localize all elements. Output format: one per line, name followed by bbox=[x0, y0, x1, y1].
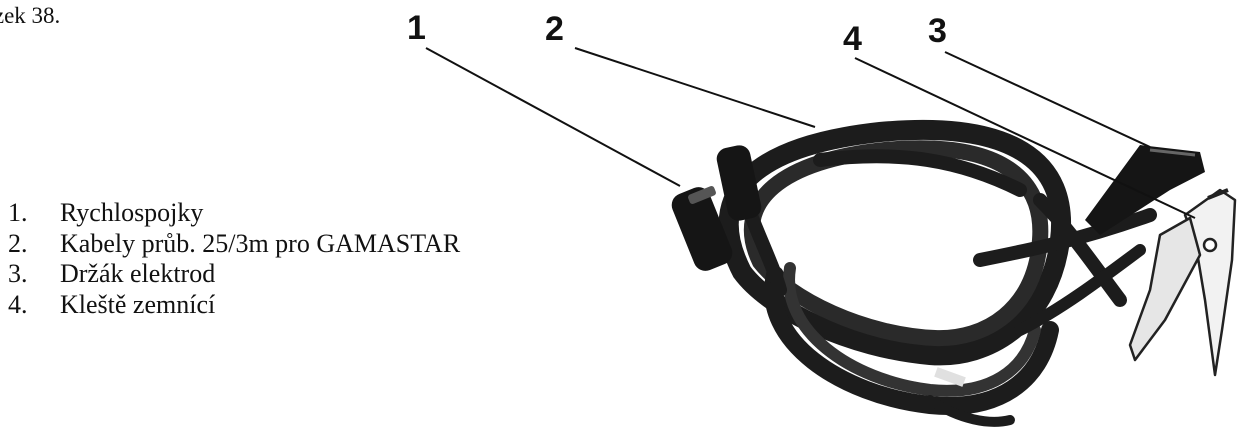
legend-text: Kabely průb. 25/3m pro GAMASTAR bbox=[60, 228, 461, 258]
callout-4: 4 bbox=[843, 20, 862, 58]
cable-coil bbox=[718, 119, 1157, 427]
legend-number: 1. bbox=[8, 198, 28, 227]
figure-caption: rázek 38. bbox=[0, 3, 61, 28]
parts-legend: 1. Rychlospojky 2. Kabely průb. 25/3m pr… bbox=[8, 198, 460, 320]
welding-cables-illustration: 1 2 4 3 bbox=[400, 0, 1238, 430]
legend-item: 1. Rychlospojky bbox=[8, 198, 460, 229]
callout-lines bbox=[425, 47, 1196, 219]
electrode-holder-icon bbox=[1085, 145, 1205, 235]
callout-2: 2 bbox=[545, 10, 564, 48]
legend-number: 2. bbox=[8, 228, 28, 258]
legend-text: Držák elektrod bbox=[60, 259, 216, 288]
legend-item: 3. Držák elektrod bbox=[8, 259, 460, 290]
legend-item: 2. Kabely průb. 25/3m pro GAMASTAR bbox=[8, 229, 460, 260]
quick-connector-icon bbox=[671, 145, 762, 271]
ground-clamp-icon bbox=[1128, 188, 1237, 377]
callout-3: 3 bbox=[928, 12, 947, 50]
legend-item: 4. Kleště zemnící bbox=[8, 290, 460, 321]
callout-1: 1 bbox=[407, 9, 426, 47]
legend-text: Rychlospojky bbox=[60, 198, 204, 227]
legend-number: 4. bbox=[8, 289, 28, 319]
cable-band bbox=[934, 367, 966, 387]
legend-text: Kleště zemnící bbox=[60, 289, 216, 319]
legend-number: 3. bbox=[8, 259, 28, 288]
